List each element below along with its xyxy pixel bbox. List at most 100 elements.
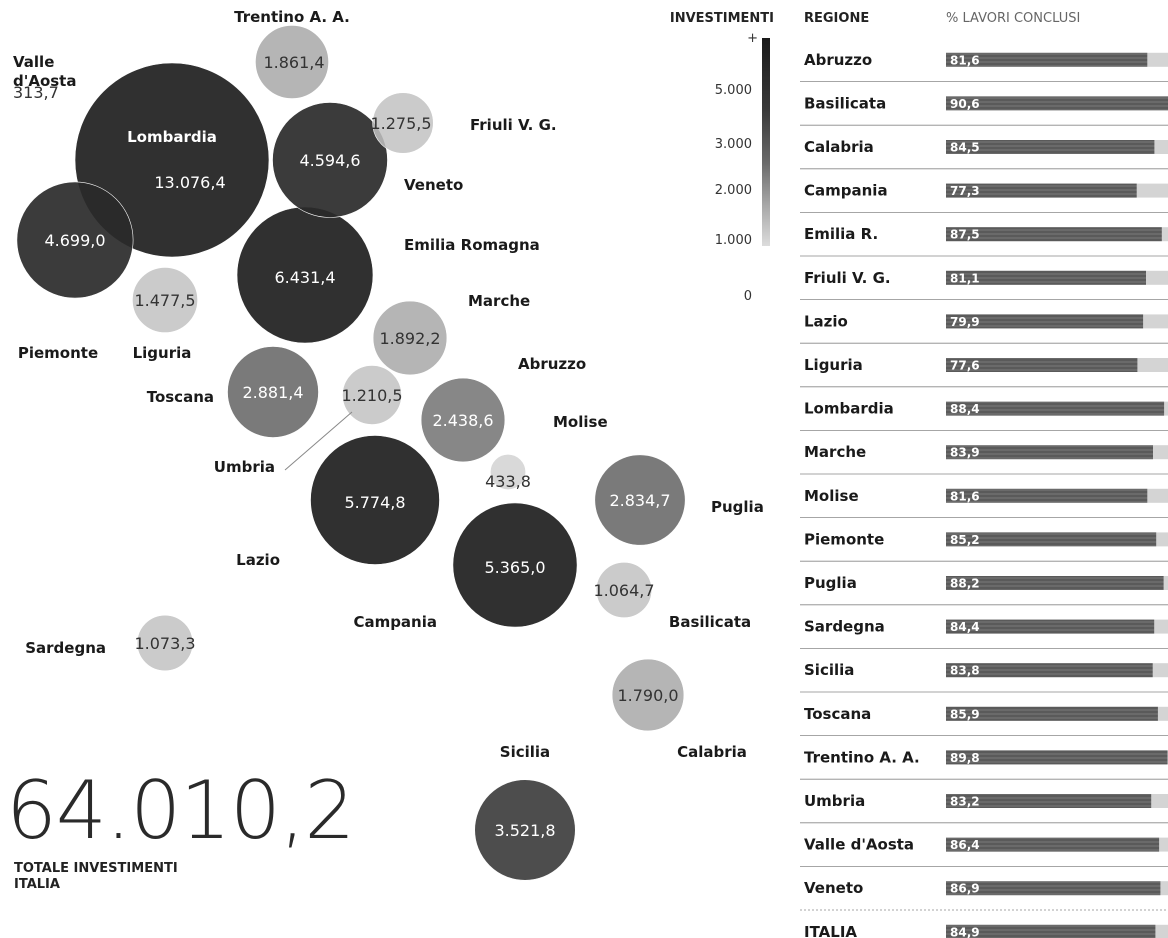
legend-gradient-bar [762,38,770,246]
bar-value: 81,6 [950,489,980,503]
bar-value: 81,1 [950,271,980,285]
bubble-value-trentino: 1.861,4 [263,53,324,72]
bubble-label-friuli: Friuli V. G. [470,116,557,134]
bubble-umbria [342,365,402,425]
bubble-label-liguria: Liguria [133,344,192,362]
bar-fill [946,576,1164,590]
bubble-value-marche: 1.892,2 [379,329,440,348]
bar-value: 90,6 [950,97,980,111]
bar-fill [946,881,1161,896]
bubble-label-trentino: Trentino A. A. [234,8,350,26]
bubble-label-sicilia: Sicilia [500,743,550,761]
row-label: Sicilia [804,661,854,679]
bar-value: 89,8 [950,751,980,765]
bubble-label-veneto: Veneto [404,176,463,194]
bubble-value-abruzzo: 2.438,6 [432,411,493,430]
legend-tick-3: 1.000 [715,233,752,248]
bar-value: 84,5 [950,141,980,155]
legend-tick-2: 2.000 [715,183,752,198]
row-label: Umbria [804,792,865,810]
bubble-friuli [372,92,434,154]
bubble-value-basilicata: 1.064,7 [593,581,654,600]
row-label: Puglia [804,574,857,592]
table-header-pct: % LAVORI CONCLUSI [946,11,1080,26]
legend-tick-4: 0 [744,289,752,304]
bar-value: 88,2 [950,577,980,591]
bar-fill [946,750,1168,765]
bubble-puglia [594,454,686,546]
bar-value: 85,2 [950,533,980,547]
bar-fill [946,619,1155,634]
row-label: Friuli V. G. [804,269,891,287]
row-label: Emilia R. [804,225,878,243]
bubble-label-lombardia: Lombardia [127,128,217,146]
bar-value: 83,2 [950,795,980,809]
bar-row-molise: Molise 81,6 [800,487,1168,518]
bar-value: 87,5 [950,228,980,242]
bubble-label-toscana: Toscana [147,388,214,406]
total-caption-line2: ITALIA [14,877,60,892]
bar-fill [946,96,1168,111]
bar-value: 86,4 [950,838,980,852]
bubble-layer [16,25,686,881]
row-label: Lazio [804,312,848,330]
bar-value: 85,9 [950,707,980,721]
bubble-label-basilicata: Basilicata [669,613,751,631]
bubble-calabria [611,658,685,732]
bubble-value-sicilia: 3.521,8 [494,821,555,840]
bar-fill [946,358,1138,372]
row-label: Trentino A. A. [804,748,920,766]
bar-fill [946,227,1162,242]
bubble-sardegna [136,614,194,672]
row-label: Sardegna [804,618,885,636]
bubble-label-abruzzo: Abruzzo [518,355,586,373]
bubble-value-campania: 5.365,0 [484,558,545,577]
umbria-leader-line [284,411,353,471]
bubble-value-lazio: 5.774,8 [344,493,405,512]
bar-fill [946,663,1153,678]
bubble-value-lombardia: 13.076,4 [154,173,225,192]
bubble-label-calabria: Calabria [677,743,747,761]
bubble-basilicata [595,561,652,618]
bar-row-friuli-v-g-: Friuli V. G. 81,1 [800,269,1168,301]
row-label: Molise [804,487,859,505]
bubble-label-campania: Campania [353,613,437,631]
bubble-liguria [132,267,198,333]
bubble-label-sardegna: Sardegna [25,639,106,657]
row-label: ITALIA [804,923,857,938]
bubble-value-puglia: 2.834,7 [609,491,670,510]
row-label: Campania [804,182,888,200]
bubble-label-puglia: Puglia [711,498,764,516]
bubble-marche [372,300,448,376]
bubble-value-valle: 313,7 [13,83,59,102]
bar-value: 77,3 [950,184,980,198]
bar-fill [946,532,1157,547]
legend-tick-1: 3.000 [715,137,752,152]
bubble-label-piemonte: Piemonte [18,344,98,362]
bubble-value-toscana: 2.881,4 [242,383,303,402]
bubble-campania [452,502,578,628]
bar-fill [946,794,1152,808]
bar-value: 86,9 [950,882,980,896]
bar-row-trentino-a-a-: Trentino A. A. 89,8 [800,748,1168,780]
legend-tick-0: 5.000 [715,83,752,98]
total-caption-line1: TOTALE INVESTIMENTI [14,861,178,876]
bar-value: 77,6 [950,359,980,373]
bar-value: 81,6 [950,53,980,67]
bubble-abruzzo [420,377,506,463]
row-label: Liguria [804,356,863,374]
bar-value: 84,9 [950,925,980,938]
